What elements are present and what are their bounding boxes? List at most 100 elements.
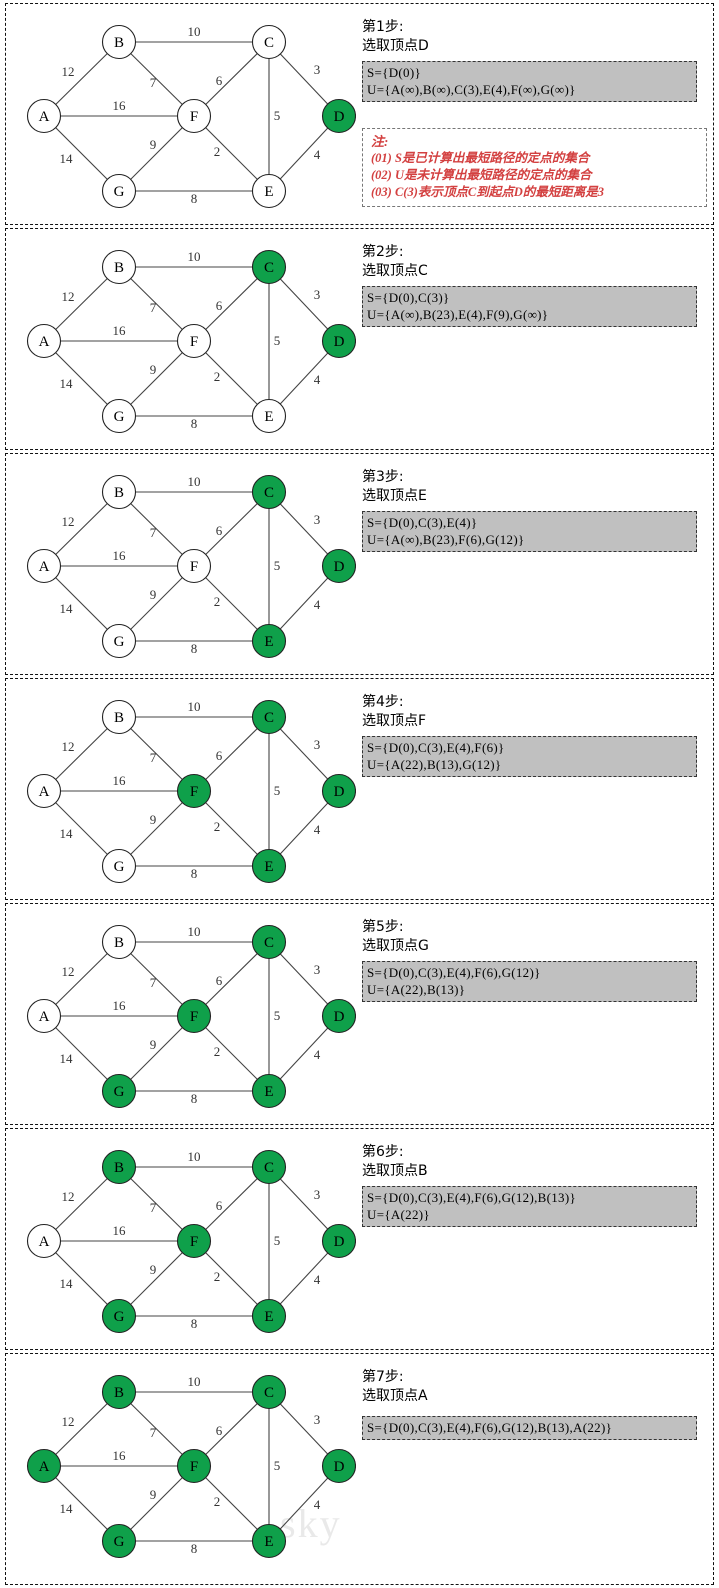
edge-A-B bbox=[43, 1166, 120, 1242]
edge-F-G bbox=[118, 790, 195, 867]
graph-node-F[interactable] bbox=[176, 998, 212, 1034]
edge-weight-AB: 12 bbox=[62, 964, 75, 979]
step-title: 第1步: 选取顶点D bbox=[362, 19, 429, 54]
graph-node-E[interactable] bbox=[251, 623, 287, 659]
graph-node-G[interactable] bbox=[101, 848, 137, 884]
edge-B-F bbox=[118, 1391, 195, 1467]
graph-node-label-F: F bbox=[190, 1234, 198, 1250]
graph-node-G[interactable] bbox=[101, 1298, 137, 1334]
graph-node-label-G: G bbox=[114, 859, 125, 875]
edge-A-G bbox=[43, 115, 120, 192]
graph-node-F[interactable] bbox=[176, 323, 212, 359]
graph-node-C[interactable] bbox=[251, 249, 287, 285]
graph-node-F[interactable] bbox=[176, 1223, 212, 1259]
edge-weight-DE: 4 bbox=[314, 372, 321, 387]
graph-node-C[interactable] bbox=[251, 1149, 287, 1185]
graph-node-A[interactable] bbox=[26, 323, 62, 359]
graph-node-label-D: D bbox=[334, 109, 345, 125]
graph-node-E[interactable] bbox=[251, 1298, 287, 1334]
graph-node-G[interactable] bbox=[101, 1523, 137, 1559]
edge-weight-BF: 7 bbox=[150, 75, 157, 90]
graph-node-F[interactable] bbox=[176, 1448, 212, 1484]
graph-node-D[interactable] bbox=[321, 998, 356, 1034]
graph-node-F[interactable] bbox=[176, 98, 212, 134]
edge-weight-FE: 2 bbox=[214, 1269, 221, 1284]
graph-node-label-G: G bbox=[114, 634, 125, 650]
graph-node-F[interactable] bbox=[176, 548, 212, 584]
graph-node-A[interactable] bbox=[26, 1448, 62, 1484]
edge-F-G bbox=[118, 1240, 195, 1317]
edge-weight-AG: 14 bbox=[60, 1276, 74, 1291]
graph-node-C[interactable] bbox=[251, 24, 287, 60]
graph-node-A[interactable] bbox=[26, 1223, 62, 1259]
graph-node-C[interactable] bbox=[251, 924, 287, 960]
edge-B-F bbox=[118, 266, 195, 342]
edge-weight-CF: 6 bbox=[216, 298, 223, 313]
edge-F-G bbox=[118, 115, 195, 192]
graph-node-label-E: E bbox=[264, 184, 273, 200]
graph-node-G[interactable] bbox=[101, 623, 137, 659]
graph-node-E[interactable] bbox=[251, 1523, 287, 1559]
graph-node-label-C: C bbox=[264, 1385, 274, 1401]
edge-F-E bbox=[193, 1240, 270, 1317]
graph-node-label-D: D bbox=[334, 1234, 345, 1250]
graph-node-label-D: D bbox=[334, 1459, 345, 1475]
edge-weight-GE: 8 bbox=[191, 416, 198, 431]
set-line: S={D(0),C(3),E(4),F(6),G(12),B(13),A(22)… bbox=[367, 1420, 613, 1435]
graph-node-B[interactable] bbox=[101, 699, 137, 735]
graph-node-A[interactable] bbox=[26, 548, 62, 584]
watermark: sky bbox=[280, 1501, 342, 1546]
graph-node-B[interactable] bbox=[101, 1149, 137, 1185]
graph-node-B[interactable] bbox=[101, 924, 137, 960]
edge-weight-AF: 16 bbox=[113, 998, 127, 1013]
edge-weight-CF: 6 bbox=[216, 523, 223, 538]
graph-node-A[interactable] bbox=[26, 98, 62, 134]
edge-A-B bbox=[43, 941, 120, 1017]
edge-F-E bbox=[193, 790, 270, 867]
graph-node-D[interactable] bbox=[321, 98, 356, 134]
graph-node-E[interactable] bbox=[251, 848, 287, 884]
graph-node-D[interactable] bbox=[321, 323, 356, 359]
graph-node-E[interactable] bbox=[251, 1073, 287, 1109]
graph-node-E[interactable] bbox=[251, 173, 287, 209]
edge-weight-AB: 12 bbox=[62, 1414, 75, 1429]
graph-node-A[interactable] bbox=[26, 773, 62, 809]
edge-F-G bbox=[118, 1015, 195, 1092]
edge-weight-AG: 14 bbox=[60, 826, 74, 841]
edge-weight-DE: 4 bbox=[314, 597, 321, 612]
graph-node-label-B: B bbox=[114, 35, 124, 51]
graph-node-D[interactable] bbox=[321, 1448, 356, 1484]
edge-weight-BF: 7 bbox=[150, 750, 157, 765]
graph-node-G[interactable] bbox=[101, 1073, 137, 1109]
edge-B-F bbox=[118, 716, 195, 792]
graph-node-C[interactable] bbox=[251, 699, 287, 735]
graph-node-F[interactable] bbox=[176, 773, 212, 809]
graph-node-D[interactable] bbox=[321, 548, 356, 584]
graph-node-E[interactable] bbox=[251, 398, 287, 434]
graph-node-label-C: C bbox=[264, 935, 274, 951]
graph-node-C[interactable] bbox=[251, 474, 287, 510]
graph-node-G[interactable] bbox=[101, 398, 137, 434]
graph-node-label-D: D bbox=[334, 334, 345, 350]
edge-weight-AG: 14 bbox=[60, 376, 74, 391]
edge-D-E bbox=[268, 115, 340, 192]
graph-node-C[interactable] bbox=[251, 1374, 287, 1410]
set-box: S={D(0),C(3),E(4),F(6)}U={A(22),B(13),G(… bbox=[362, 736, 697, 777]
set-box: S={D(0),C(3),E(4),F(6),G(12),B(13),A(22)… bbox=[362, 1416, 697, 1440]
edge-weight-FG: 9 bbox=[150, 1487, 157, 1502]
graph-node-A[interactable] bbox=[26, 998, 62, 1034]
graph-node-B[interactable] bbox=[101, 474, 137, 510]
graph-node-D[interactable] bbox=[321, 1223, 356, 1259]
graph-node-G[interactable] bbox=[101, 173, 137, 209]
graph-node-B[interactable] bbox=[101, 24, 137, 60]
edge-D-E bbox=[268, 790, 340, 867]
edge-weight-BF: 7 bbox=[150, 525, 157, 540]
graph-node-B[interactable] bbox=[101, 249, 137, 285]
graph-node-D[interactable] bbox=[321, 773, 356, 809]
edge-weight-AG: 14 bbox=[60, 1051, 74, 1066]
graph-node-B[interactable] bbox=[101, 1374, 137, 1410]
